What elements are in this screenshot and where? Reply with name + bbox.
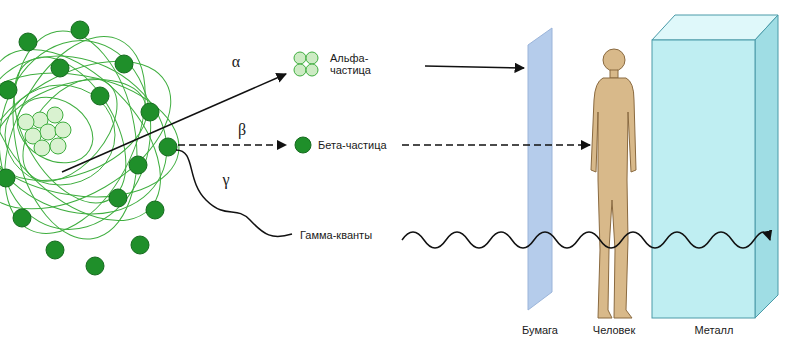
atom-nucleus [0,14,196,275]
metal-block [652,15,778,318]
nucleons-part [34,140,50,156]
electrons-part [129,156,147,174]
electron-orbits-part [0,38,149,222]
alpha-ray [62,52,524,172]
material-label: Человек [593,324,635,336]
electron-orbits-part [5,62,136,199]
electron-orbits-part [0,18,192,251]
human-figure-part [610,70,618,78]
electron-orbits-part [0,27,193,243]
human-figure-part [603,49,625,71]
electron-orbits-part [0,28,165,241]
electron-orbits-part [0,60,161,199]
alpha-particle-part [294,52,306,64]
electrons-part [86,257,104,275]
beta-ray-part [402,144,590,146]
electrons-part [0,169,15,187]
ray-symbol: γ [222,171,229,189]
alpha-particle-part [294,64,306,76]
nucleons-part [40,124,56,140]
electron-orbits [0,14,196,255]
electrons-part [115,55,133,73]
ray-symbol: β [238,121,246,139]
electrons-part [0,81,17,99]
ray-symbol: α [232,53,240,71]
electrons-part [13,209,31,227]
paper-sheet [528,28,552,310]
electrons-part [46,241,64,259]
alpha-ray-part [62,74,286,172]
alpha-particle-part [306,64,318,76]
electrons-part [51,59,69,77]
alpha-ray-part [425,66,524,68]
electrons [0,21,177,275]
electrons-part [131,236,149,254]
nucleons-part [18,114,34,130]
particle-label: Бета-частица [318,139,387,151]
electron-orbits-part [0,31,196,240]
metal-block-part [652,40,755,318]
electrons-part [71,21,89,39]
particle-label: Альфа- частица [330,52,392,76]
alpha-particle-part [306,52,318,64]
paper-sheet-part [528,28,552,310]
electron-orbits-part [5,84,104,176]
electrons-part [91,87,109,105]
alpha-particle [294,52,318,76]
electrons-part [141,103,159,121]
gamma-ray-part [402,232,770,248]
beta-ray-part [178,144,286,146]
gamma-ray-part [176,150,292,236]
ray-label: Гамма-кванты [298,229,374,241]
material-label: Металл [695,324,734,336]
human-figure-part [591,78,636,318]
electrons-part [146,201,164,219]
beta-particle [295,137,311,153]
beta-ray [178,137,590,153]
electrons-part [159,138,177,156]
electrons-part [19,33,37,51]
nucleons-part [47,107,63,123]
nucleons-part [55,122,71,138]
gamma-ray [176,150,770,248]
material-label: Бумага [522,324,558,336]
nucleons [18,107,71,156]
human-figure [591,49,636,318]
nucleons-part [50,138,66,154]
electrons-part [109,189,127,207]
metal-block-part [755,15,778,318]
electron-orbits-part [5,85,115,185]
